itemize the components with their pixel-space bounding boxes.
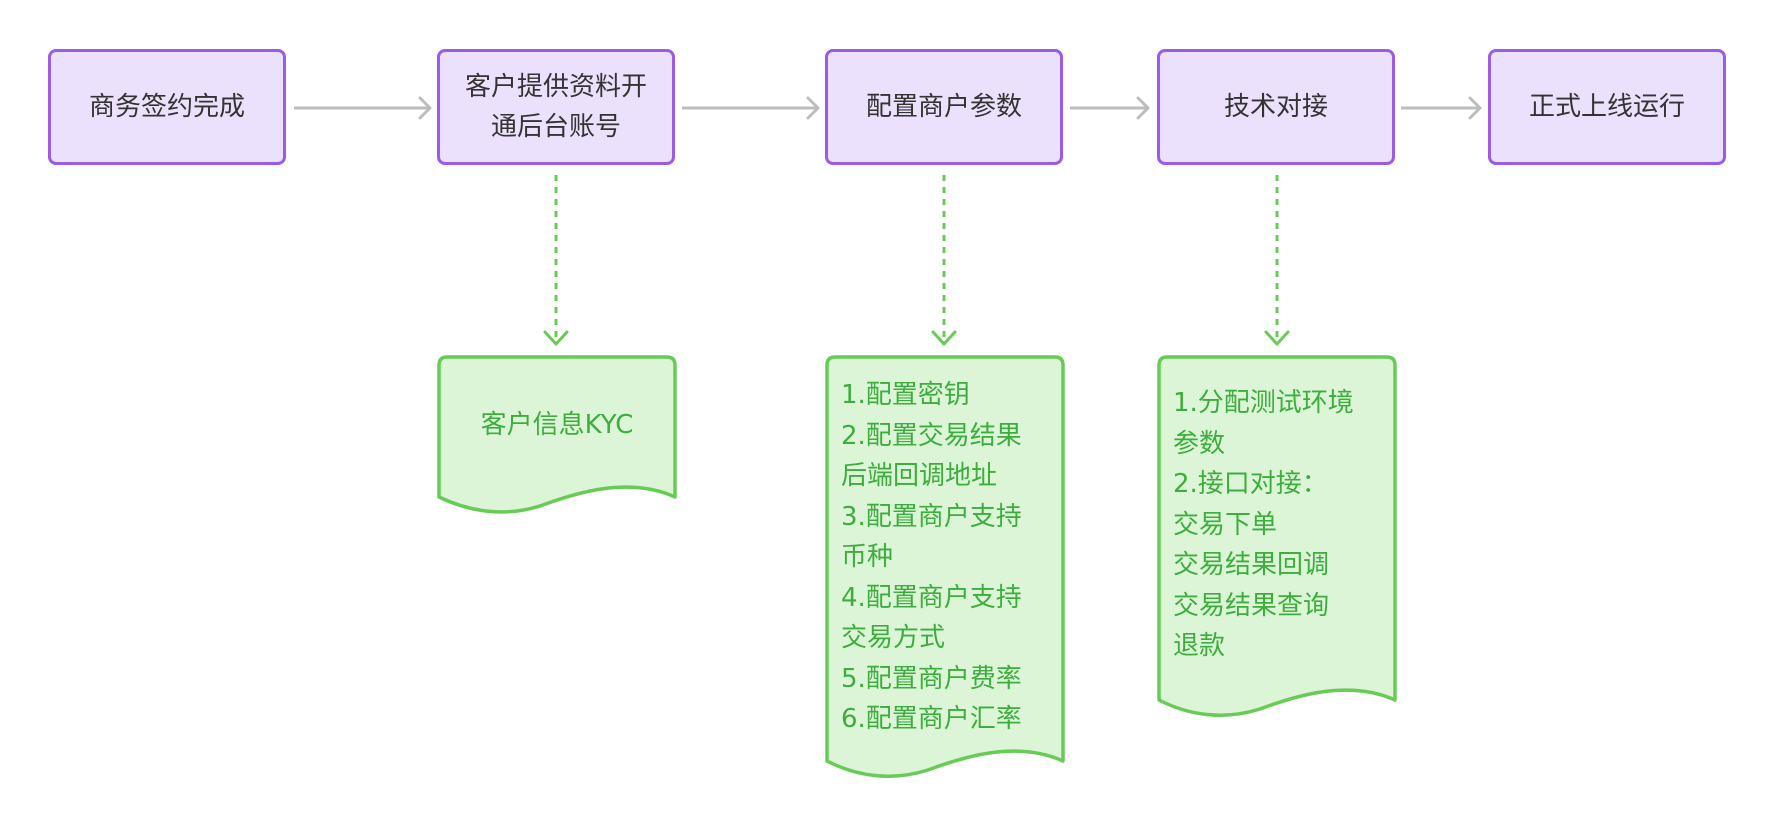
step-technical-integration: 技术对接 bbox=[1157, 49, 1395, 165]
document-line: 后端回调地址 bbox=[841, 461, 998, 491]
step-customer-materials: 客户提供资料开 通后台账号 bbox=[437, 49, 675, 165]
document-line: 币种 bbox=[841, 542, 894, 572]
step-go-live: 正式上线运行 bbox=[1488, 49, 1726, 165]
document-line: 3.配置商户支持 bbox=[841, 501, 1022, 532]
document-line: 退款 bbox=[1173, 631, 1226, 661]
step-label: 商务签约完成 bbox=[88, 92, 245, 122]
document-line: 交易方式 bbox=[841, 623, 946, 653]
document-line: 交易结果查询 bbox=[1173, 590, 1330, 621]
document-line: 4.配置商户支持 bbox=[841, 582, 1022, 613]
step-business-signing: 商务签约完成 bbox=[48, 49, 286, 165]
step-label: 正式上线运行 bbox=[1528, 92, 1685, 122]
step-label: 配置商户参数 bbox=[865, 92, 1022, 122]
document-line: 2.配置交易结果 bbox=[841, 420, 1022, 451]
document-line: 1.配置密钥 bbox=[841, 380, 970, 410]
document-line: 客户信息KYC bbox=[480, 409, 634, 440]
document-line: 5.配置商户费率 bbox=[841, 663, 1022, 694]
step-label-line2: 通后台账号 bbox=[490, 112, 621, 142]
document-line: 1.分配测试环境 bbox=[1173, 388, 1354, 418]
document-shape-kyc bbox=[437, 355, 677, 514]
document-line: 交易下单 bbox=[1173, 509, 1278, 540]
chevron-down-icon bbox=[1264, 330, 1290, 346]
chevron-down-icon bbox=[931, 330, 957, 346]
document-line: 6.配置商户汇率 bbox=[841, 704, 1022, 734]
step-label-line1: 客户提供资料开 bbox=[464, 72, 647, 102]
document-line: 交易结果回调 bbox=[1173, 550, 1330, 580]
document-integration-text: 1.分配测试环境 参数 2.接口对接： 交易下单 交易结果回调 交易结果查询 退… bbox=[1173, 383, 1354, 667]
document-line: 2.接口对接： bbox=[1173, 469, 1328, 499]
document-config-text: 1.配置密钥 2.配置交易结果 后端回调地址 3.配置商户支持 币种 4.配置商… bbox=[841, 375, 1022, 740]
document-shape-integration bbox=[1157, 355, 1397, 717]
document-line: 参数 bbox=[1173, 428, 1226, 459]
chevron-down-icon bbox=[543, 330, 569, 346]
document-shape-config bbox=[825, 355, 1065, 778]
step-label: 技术对接 bbox=[1223, 92, 1328, 122]
document-kyc-text: 客户信息KYC bbox=[441, 400, 673, 450]
step-configure-merchant: 配置商户参数 bbox=[825, 49, 1063, 165]
